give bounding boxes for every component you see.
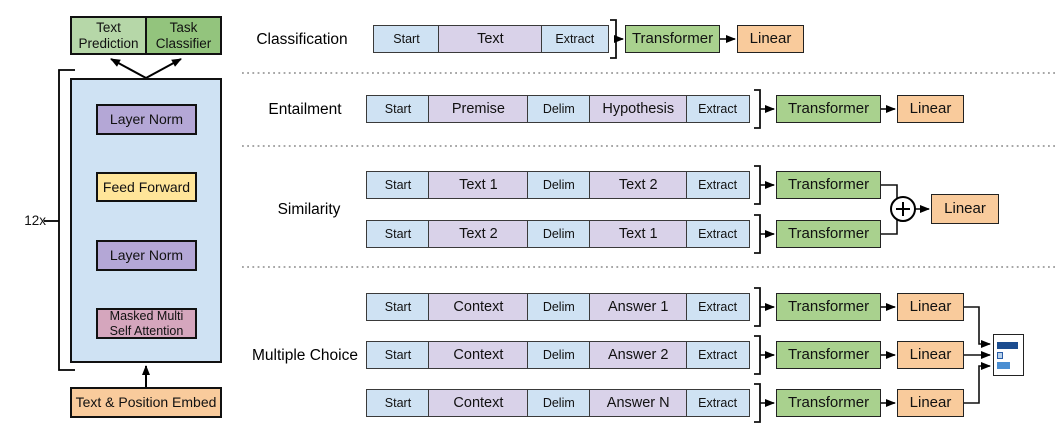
multiple-choice-token-strip-1: Start Context Delim Answer 1 Extract <box>366 293 750 321</box>
token-cell-extract: Extract <box>685 95 750 123</box>
linear-box: Linear <box>897 389 964 417</box>
layer-norm-bottom-box: Layer Norm <box>96 240 197 271</box>
transformer-label: Transformer <box>787 298 870 316</box>
multiple-choice-output-wires <box>964 306 991 404</box>
flow-arrows <box>614 35 896 407</box>
transformer-label: Transformer <box>787 225 870 243</box>
transformer-box: Transformer <box>625 25 720 53</box>
layer-norm-top-label: Layer Norm <box>109 111 184 128</box>
token-cell-delim: Delim <box>526 293 591 321</box>
masked-attention-label-line2: Self Attention <box>109 323 184 338</box>
entailment-token-strip: Start Premise Delim Hypothesis Extract <box>366 95 750 123</box>
token-cell-delim: Delim <box>526 171 591 199</box>
token-cell-hypothesis: Hypothesis <box>589 95 688 123</box>
token-cell-start: Start <box>366 171 430 199</box>
token-cell-delim: Delim <box>526 341 591 369</box>
output-distribution-chart <box>993 334 1024 376</box>
token-cell-delim: Delim <box>526 95 591 123</box>
transformer-box: Transformer <box>776 389 881 417</box>
masked-attention-label-line1: Masked Multi <box>109 309 184 324</box>
masked-attention-box: Masked Multi Self Attention <box>96 308 197 339</box>
repeat-count-label: 12x <box>24 213 46 228</box>
classification-token-strip: Start Text Extract <box>373 25 609 53</box>
token-cell-start: Start <box>373 25 440 53</box>
token-cell-text: Text <box>438 25 543 53</box>
token-cell-context: Context <box>428 293 529 321</box>
layer-norm-top-box: Layer Norm <box>96 104 197 135</box>
distribution-bar <box>997 342 1018 349</box>
token-cell-extract: Extract <box>685 171 750 199</box>
transformer-box: Transformer <box>776 171 881 199</box>
layer-norm-bottom-label: Layer Norm <box>109 247 184 264</box>
token-cell-answerN: Answer N <box>589 389 688 417</box>
token-cell-delim: Delim <box>526 220 591 248</box>
text-position-embed-label: Text & Position Embed <box>75 394 217 411</box>
transformer-box: Transformer <box>776 220 881 248</box>
distribution-bar <box>997 362 1010 369</box>
linear-label: Linear <box>909 346 952 364</box>
token-cell-extract: Extract <box>685 293 750 321</box>
linear-label: Linear <box>749 30 792 48</box>
feed-forward-box: Feed Forward <box>96 172 197 202</box>
transformer-label: Transformer <box>787 100 870 118</box>
token-cell-answer2: Answer 2 <box>589 341 688 369</box>
feed-forward-label: Feed Forward <box>102 178 191 195</box>
task-label-classification: Classification <box>256 31 348 48</box>
token-cell-text1: Text 1 <box>428 171 529 199</box>
transformer-box: Transformer <box>776 95 881 123</box>
repeat-bracket <box>44 69 75 371</box>
linear-box: Linear <box>931 194 999 224</box>
linear-box: Linear <box>897 341 964 369</box>
transformer-label: Transformer <box>787 394 870 412</box>
token-cell-text2: Text 2 <box>589 171 688 199</box>
token-cell-answer1: Answer 1 <box>589 293 688 321</box>
token-cell-premise: Premise <box>428 95 529 123</box>
text-position-embed-box: Text & Position Embed <box>70 387 222 418</box>
token-cell-extract: Extract <box>685 389 750 417</box>
transformer-label: Transformer <box>787 346 870 364</box>
token-cell-start: Start <box>366 341 430 369</box>
text-prediction-box: Text Prediction <box>70 16 147 55</box>
linear-box: Linear <box>897 95 964 123</box>
transformer-box: Transformer <box>776 293 881 321</box>
token-cell-context: Context <box>428 341 529 369</box>
task-classifier-label: Task Classifier <box>155 19 212 51</box>
linear-box: Linear <box>737 25 804 53</box>
token-cell-start: Start <box>366 293 430 321</box>
token-cell-delim: Delim <box>526 389 591 417</box>
distribution-bar <box>997 352 1003 359</box>
transformer-label: Transformer <box>631 30 714 48</box>
token-cell-context: Context <box>428 389 529 417</box>
transformer-box: Transformer <box>776 341 881 369</box>
add-icon <box>890 196 916 222</box>
token-cell-extract: Extract <box>685 341 750 369</box>
token-cell-start: Start <box>366 95 430 123</box>
similarity-token-strip-1: Start Text 1 Delim Text 2 Extract <box>366 171 750 199</box>
linear-box: Linear <box>897 293 964 321</box>
task-label-entailment: Entailment <box>268 101 342 118</box>
task-classifier-box: Task Classifier <box>145 16 222 55</box>
linear-label: Linear <box>909 298 952 316</box>
token-cell-text2: Text 2 <box>428 220 529 248</box>
multiple-choice-token-strip-2: Start Context Delim Answer 2 Extract <box>366 341 750 369</box>
dotted-separator <box>242 72 1056 268</box>
task-label-multiple-choice: Multiple Choice <box>252 347 358 364</box>
similarity-token-strip-2: Start Text 2 Delim Text 1 Extract <box>366 220 750 248</box>
multiple-choice-token-strip-3: Start Context Delim Answer N Extract <box>366 389 750 417</box>
token-cell-start: Start <box>366 220 430 248</box>
token-cell-extract: Extract <box>685 220 750 248</box>
linear-label: Linear <box>909 394 952 412</box>
linear-label: Linear <box>909 100 952 118</box>
task-label-similarity: Similarity <box>277 201 341 218</box>
token-cell-start: Start <box>366 389 430 417</box>
text-prediction-label: Text Prediction <box>78 19 139 51</box>
transformer-label: Transformer <box>787 176 870 194</box>
token-cell-text1: Text 1 <box>589 220 688 248</box>
linear-label: Linear <box>944 200 986 218</box>
token-cell-extract: Extract <box>540 25 609 53</box>
